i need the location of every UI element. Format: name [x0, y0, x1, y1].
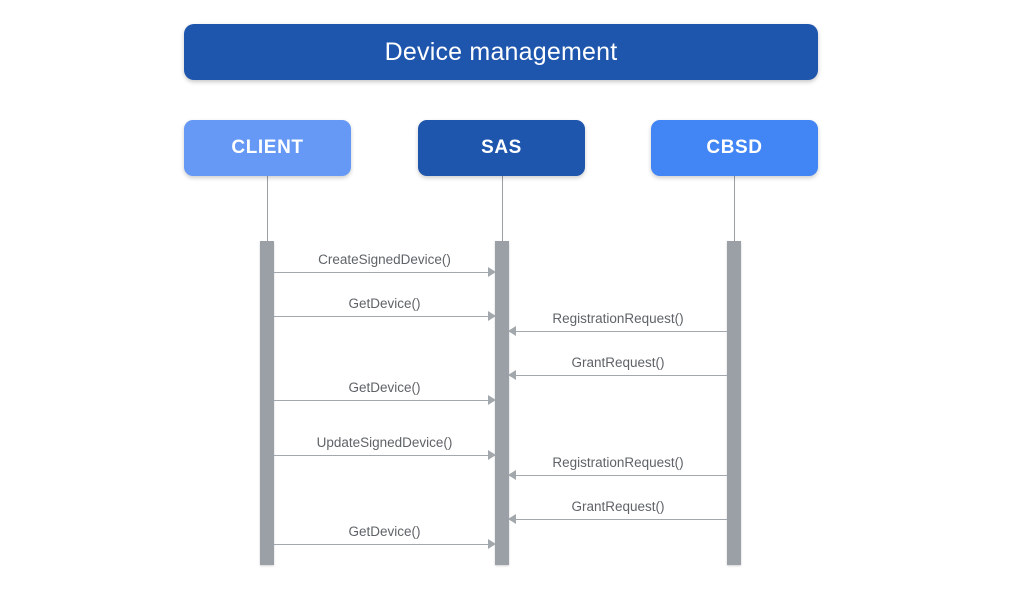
message-label: GetDevice()	[348, 380, 421, 395]
message-label: RegistrationRequest()	[552, 311, 684, 326]
message-label: UpdateSignedDevice()	[316, 435, 453, 450]
activation-bar-cbsd	[727, 241, 741, 565]
message-line	[274, 544, 495, 545]
activation-bar-sas	[495, 241, 509, 565]
message-line	[274, 272, 495, 273]
message-label: RegistrationRequest()	[552, 455, 684, 470]
message-client-to-sas-1: GetDevice()	[274, 296, 496, 321]
participant-cbsd[interactable]: CBSD	[651, 120, 818, 176]
message-label: GrantRequest()	[571, 499, 665, 514]
arrow-head-left-icon	[508, 470, 516, 480]
diagram-title: Device management	[384, 37, 618, 66]
lifeline-client	[267, 176, 268, 241]
lifeline-sas	[502, 176, 503, 241]
activation-bar-client	[260, 241, 274, 565]
message-client-to-sas-4: GetDevice()	[274, 380, 496, 405]
message-line	[509, 375, 727, 376]
participant-label-client: CLIENT	[231, 137, 304, 158]
lifeline-cbsd	[734, 176, 735, 241]
message-client-to-sas-5: UpdateSignedDevice()	[274, 435, 496, 460]
arrow-head-right-icon	[488, 395, 496, 405]
arrow-head-right-icon	[488, 539, 496, 549]
diagram-title-banner: Device management	[184, 24, 818, 80]
arrow-head-left-icon	[508, 370, 516, 380]
message-cbsd-to-sas-6: RegistrationRequest()	[508, 455, 727, 480]
message-cbsd-to-sas-2: RegistrationRequest()	[508, 311, 727, 336]
message-line	[274, 316, 495, 317]
message-line	[274, 400, 495, 401]
message-label: GrantRequest()	[571, 355, 665, 370]
message-cbsd-to-sas-7: GrantRequest()	[508, 499, 727, 524]
participant-client[interactable]: CLIENT	[184, 120, 351, 176]
arrow-head-right-icon	[488, 450, 496, 460]
message-line	[509, 475, 727, 476]
message-line	[509, 331, 727, 332]
message-line	[509, 519, 727, 520]
arrow-head-right-icon	[488, 267, 496, 277]
message-client-to-sas-0: CreateSignedDevice()	[274, 252, 496, 277]
participant-label-sas: SAS	[481, 137, 522, 158]
arrow-head-right-icon	[488, 311, 496, 321]
arrow-head-left-icon	[508, 326, 516, 336]
message-label: GetDevice()	[348, 524, 421, 539]
message-client-to-sas-8: GetDevice()	[274, 524, 496, 549]
message-label: CreateSignedDevice()	[318, 252, 451, 267]
participant-sas[interactable]: SAS	[418, 120, 585, 176]
participant-label-cbsd: CBSD	[706, 137, 763, 158]
arrow-head-left-icon	[508, 514, 516, 524]
message-cbsd-to-sas-3: GrantRequest()	[508, 355, 727, 380]
message-line	[274, 455, 495, 456]
message-label: GetDevice()	[348, 296, 421, 311]
